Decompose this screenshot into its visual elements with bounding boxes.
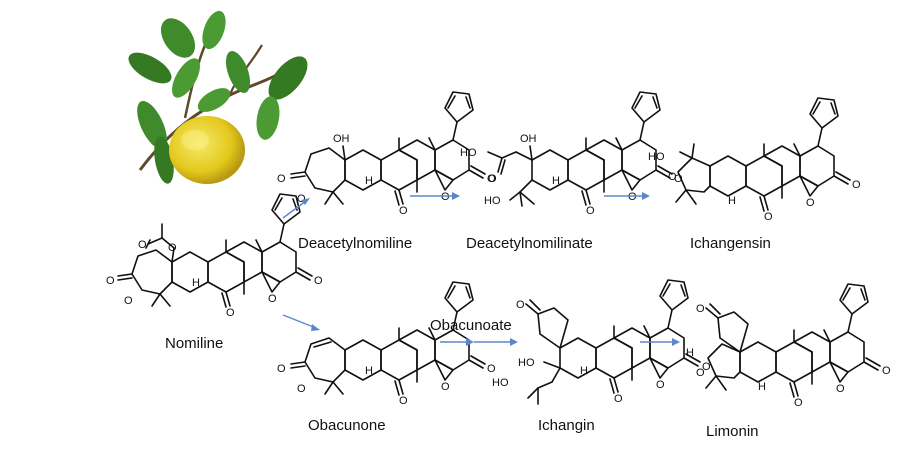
oxygen-atom-label: O	[168, 242, 177, 254]
hydroxyl-label: HO	[492, 377, 509, 389]
oxygen-atom-label: O	[487, 363, 496, 375]
oxygen-atom-label: O	[277, 173, 286, 185]
citrus-branch-illustration	[128, 10, 308, 184]
structure-obacunone: O O O O O H	[277, 281, 496, 407]
label-limonin: Limonin	[706, 423, 759, 440]
oxygen-atom-label: O	[806, 197, 815, 209]
oxygen-atom-label: O	[702, 361, 711, 373]
label-ichangensin: Ichangensin	[690, 235, 771, 252]
oxygen-atom-label: O	[297, 193, 306, 205]
oxygen-atom-label: O	[764, 211, 773, 223]
hydroxyl-label: HO	[484, 195, 501, 207]
label-obacunone: Obacunone	[308, 417, 386, 434]
arrow-deacetylnomilinate-to-ichangensin	[604, 192, 650, 200]
structure-ichangin: O HO HO O O O H	[492, 279, 711, 405]
oxygen-atom-label: O	[441, 381, 450, 393]
label-obacunoate: Obacunoate	[430, 317, 512, 334]
hydrogen-atom-label: H	[728, 195, 736, 207]
oxygen-atom-label: O	[614, 393, 623, 405]
oxygen-atom-label: O	[794, 397, 803, 409]
oxygen-atom-label: O	[124, 295, 133, 307]
oxygen-atom-label: O	[852, 179, 861, 191]
oxygen-atom-label: O	[399, 205, 408, 217]
oxygen-atom-label: O	[106, 275, 115, 287]
hydrogen-atom-label: H	[758, 381, 766, 393]
structure-deacetylnomilinate: OH HO O HO O O O H	[460, 91, 683, 217]
oxygen-atom-label: O	[297, 383, 306, 395]
oxygen-atom-label: O	[277, 363, 286, 375]
oxygen-atom-label: O	[399, 395, 408, 407]
structure-nomiline: O O O O O O O H	[106, 193, 323, 319]
oxygen-atom-label: O	[488, 173, 497, 185]
oxygen-atom-label: O	[668, 171, 677, 183]
oxygen-atom-label: O	[487, 173, 496, 185]
hydrogen-atom-label: H	[365, 175, 373, 187]
label-deacetylnomiline: Deacetylnomiline	[298, 235, 412, 252]
arrow-nomiline-to-deacetylnomiline	[282, 198, 310, 219]
arrow-ichangin-to-limonin	[640, 338, 680, 346]
hydrogen-atom-label: H	[552, 175, 560, 187]
structure-deacetylnomiline: OH O O O O O H	[277, 91, 496, 217]
oxygen-atom-label: O	[656, 379, 665, 391]
oxygen-atom-label: O	[226, 307, 235, 319]
oxygen-atom-label: O	[696, 367, 705, 379]
oxygen-atom-label: O	[628, 191, 637, 203]
oxygen-atom-label: O	[314, 275, 323, 287]
oxygen-atom-label: O	[586, 205, 595, 217]
hydrogen-atom-label: H	[686, 347, 694, 359]
hydroxyl-label: OH	[520, 133, 537, 145]
structure-limonin: O H O O O O H	[686, 283, 891, 409]
oxygen-atom-label: O	[268, 293, 277, 305]
label-ichangin: Ichangin	[538, 417, 595, 434]
citrus-fruit-icon	[169, 116, 245, 184]
hydrogen-atom-label: H	[580, 365, 588, 377]
arrow-obacunoate-to-ichangin	[474, 338, 518, 346]
arrow-obacunone-to-obacunoate	[440, 338, 474, 346]
structure-ichangensin: HO O O O O H	[648, 97, 861, 223]
hydroxyl-label: HO	[518, 357, 535, 369]
label-nomiline: Nomiline	[165, 335, 223, 352]
oxygen-atom-label: O	[882, 365, 891, 377]
oxygen-atom-label: O	[836, 383, 845, 395]
oxygen-atom-label: O	[696, 303, 705, 315]
hydrogen-atom-label: H	[192, 277, 200, 289]
hydrogen-atom-label: H	[365, 365, 373, 377]
oxygen-atom-label: O	[138, 239, 147, 251]
label-deacetylnomilinate: Deacetylnomilinate	[466, 235, 593, 252]
hydroxyl-label: OH	[333, 133, 350, 145]
oxygen-atom-label: O	[516, 299, 525, 311]
oxygen-atom-label: O	[674, 173, 683, 185]
oxygen-atom-label: O	[441, 191, 450, 203]
hydroxyl-label: HO	[460, 147, 477, 159]
hydroxyl-label: HO	[648, 151, 665, 163]
arrow-deacetylnomiline-to-deacetylnomilinate	[410, 192, 460, 200]
arrow-nomiline-to-obacunone	[282, 314, 320, 331]
